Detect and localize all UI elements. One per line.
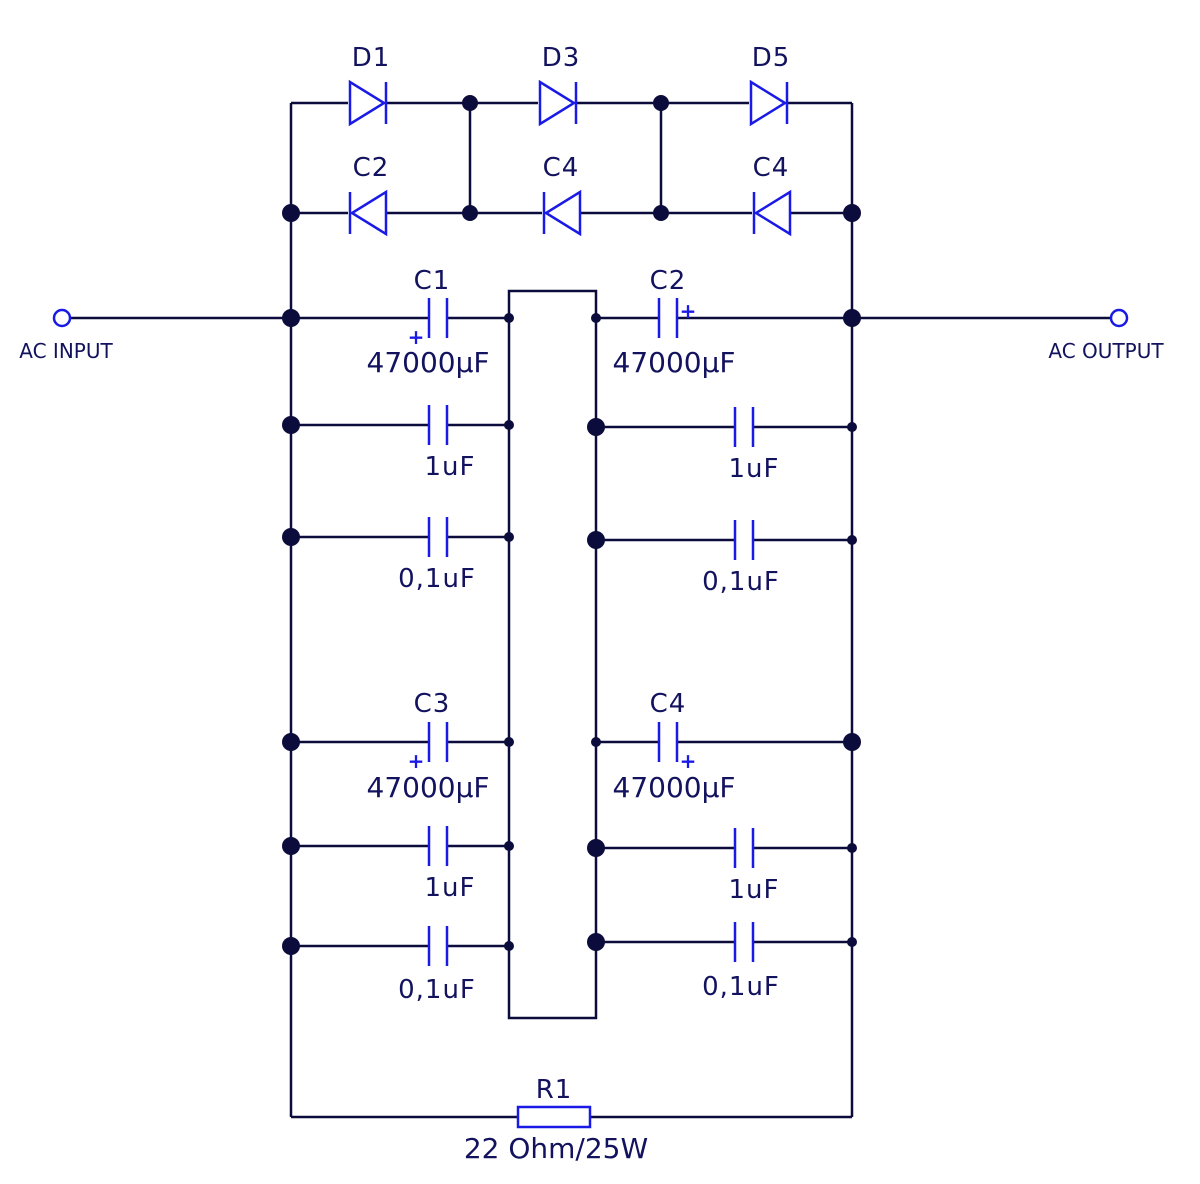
capacitor-right-1uf-bottom [733, 828, 755, 868]
c2-value: 47000µF [613, 346, 736, 379]
capacitor-left-1uf-bottom [427, 826, 449, 866]
capacitor-right-1uf-top [733, 407, 755, 447]
left-1uf-top-label: 1uF [425, 452, 476, 482]
capacitor-c1 [427, 298, 449, 338]
capacitor-left-1uf-top [427, 405, 449, 445]
capacitor-right-01uf-top [733, 520, 755, 560]
capacitor-left-01uf-top [427, 517, 449, 557]
right-1uf-top-label: 1uF [729, 454, 780, 484]
diode-bottom-2 [542, 189, 582, 237]
c3-name: C3 [414, 689, 451, 719]
left-01uf-bottom-label: 0,1uF [398, 975, 476, 1005]
c1-value: 47000µF [367, 346, 490, 379]
capacitor-right-01uf-bottom [733, 922, 755, 962]
diode-d3-label: D3 [542, 43, 581, 73]
c4-name: C4 [650, 689, 687, 719]
c1-name: C1 [414, 266, 451, 296]
diode-d1-label: D1 [352, 43, 391, 73]
diode-bottom-3 [752, 189, 792, 237]
capacitor-c4 [657, 722, 679, 762]
c2-polarity: + [680, 299, 697, 323]
c4-polarity: + [680, 749, 697, 773]
c1-polarity: + [408, 325, 425, 349]
left-01uf-top-label: 0,1uF [398, 564, 476, 594]
right-1uf-bottom-label: 1uF [729, 875, 780, 905]
diode-bottom-3-label: C4 [753, 153, 790, 183]
capacitor-c2 [657, 298, 679, 338]
ac-input-label: AC INPUT [19, 339, 113, 363]
c2-name: C2 [650, 266, 687, 296]
resistor-r1 [516, 1105, 592, 1129]
terminal-ac-output [1109, 308, 1129, 328]
c3-polarity: + [408, 749, 425, 773]
capacitor-left-01uf-bottom [427, 926, 449, 966]
diode-bottom-2-label: C4 [543, 153, 580, 183]
diode-d3 [538, 79, 578, 127]
r1-value: 22 Ohm/25W [464, 1132, 648, 1165]
junctions [282, 95, 861, 955]
left-1uf-bottom-label: 1uF [425, 873, 476, 903]
ac-output-label: AC OUTPUT [1048, 339, 1164, 363]
diode-d5 [749, 79, 789, 127]
diode-d1 [348, 79, 388, 127]
diode-bottom-1-label: C2 [353, 153, 390, 183]
terminal-ac-input [52, 308, 72, 328]
diode-bottom-1 [348, 189, 388, 237]
c4-value: 47000µF [613, 771, 736, 804]
right-01uf-bottom-label: 0,1uF [702, 972, 780, 1002]
c3-value: 47000µF [367, 771, 490, 804]
r1-name: R1 [536, 1075, 573, 1105]
wires [70, 101, 1111, 1119]
diode-d5-label: D5 [752, 43, 791, 73]
capacitor-c3 [427, 722, 449, 762]
right-01uf-top-label: 0,1uF [702, 567, 780, 597]
